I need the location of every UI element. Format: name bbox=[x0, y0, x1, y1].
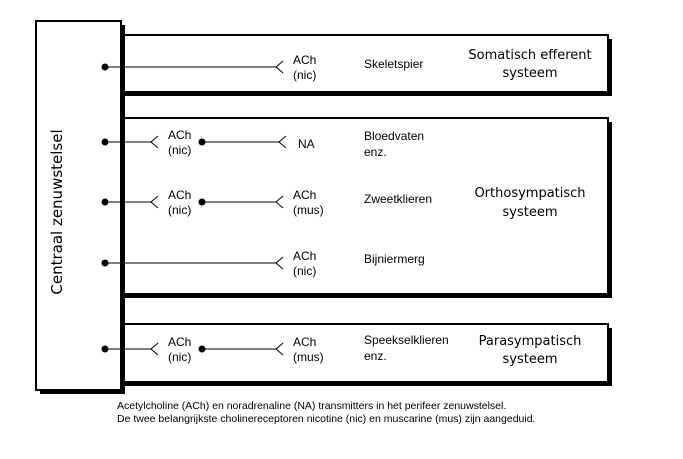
post-transmitter: NA bbox=[298, 137, 315, 151]
post-receptor: (nic) bbox=[293, 68, 316, 82]
post-transmitter: ACh bbox=[293, 188, 316, 202]
pre-receptor: (nic) bbox=[168, 350, 191, 364]
target-sub: enz. bbox=[364, 145, 387, 159]
row-bijniermerg: ACh (nic) Bijniermerg bbox=[101, 249, 425, 278]
effector-synapse bbox=[275, 342, 284, 356]
pre-transmitter: ACh bbox=[168, 335, 191, 349]
row-bloedvaten: ACh (nic) NA Bloedvaten enz. bbox=[101, 128, 424, 159]
target: Zweetklieren bbox=[364, 192, 432, 206]
ortho-label-1: Orthosympatisch bbox=[474, 186, 585, 201]
target-sub: enz. bbox=[364, 349, 387, 363]
caption-line-2: De twee belangrijkste cholinereceptoren … bbox=[117, 413, 536, 425]
para-box bbox=[120, 323, 612, 386]
ganglion-synapse bbox=[150, 135, 159, 149]
synapse bbox=[275, 256, 284, 270]
post-receptor: (mus) bbox=[293, 350, 324, 364]
caption-line-1: Acetylcholine (ACh) en noradrenaline (NA… bbox=[117, 400, 507, 412]
synapse bbox=[275, 60, 284, 74]
post-receptor: (nic) bbox=[293, 264, 316, 278]
somatic-label-1: Somatisch efferent bbox=[468, 48, 591, 63]
ganglion-synapse bbox=[150, 342, 159, 356]
target: Skeletspier bbox=[364, 57, 423, 71]
ortho-label-2: systeem bbox=[503, 205, 558, 220]
pre-transmitter: ACh bbox=[168, 188, 191, 202]
somatic-label-2: systeem bbox=[503, 66, 558, 81]
post-transmitter: ACh bbox=[293, 53, 316, 67]
effector-synapse bbox=[278, 135, 287, 149]
post-receptor: (mus) bbox=[293, 203, 324, 217]
post-transmitter: ACh bbox=[293, 249, 316, 263]
para-label-2: systeem bbox=[503, 352, 558, 367]
target: Bijniermerg bbox=[364, 252, 425, 266]
figure-caption: Acetylcholine (ACh) en noradrenaline (NA… bbox=[117, 400, 535, 426]
target: Bloedvaten bbox=[364, 129, 424, 143]
row-speekselklieren: ACh (nic) ACh (mus) Speekselklieren enz. bbox=[101, 333, 449, 364]
effector-synapse bbox=[275, 195, 284, 209]
row-skeletspier: ACh (nic) Skeletspier bbox=[101, 53, 423, 82]
cns-label: Centraal zenuwstelsel bbox=[48, 129, 66, 294]
somatic-box bbox=[120, 34, 612, 96]
ortho-box bbox=[120, 117, 612, 298]
pre-receptor: (nic) bbox=[168, 203, 191, 217]
para-label-1: Parasympatisch bbox=[479, 334, 582, 349]
post-transmitter: ACh bbox=[293, 335, 316, 349]
pre-transmitter: ACh bbox=[168, 128, 191, 142]
ganglion-synapse bbox=[150, 195, 159, 209]
cns-box bbox=[35, 20, 125, 394]
pre-receptor: (nic) bbox=[168, 143, 191, 157]
row-zweetklieren: ACh (nic) ACh (mus) Zweetklieren bbox=[101, 188, 432, 217]
target: Speekselklieren bbox=[364, 333, 449, 347]
